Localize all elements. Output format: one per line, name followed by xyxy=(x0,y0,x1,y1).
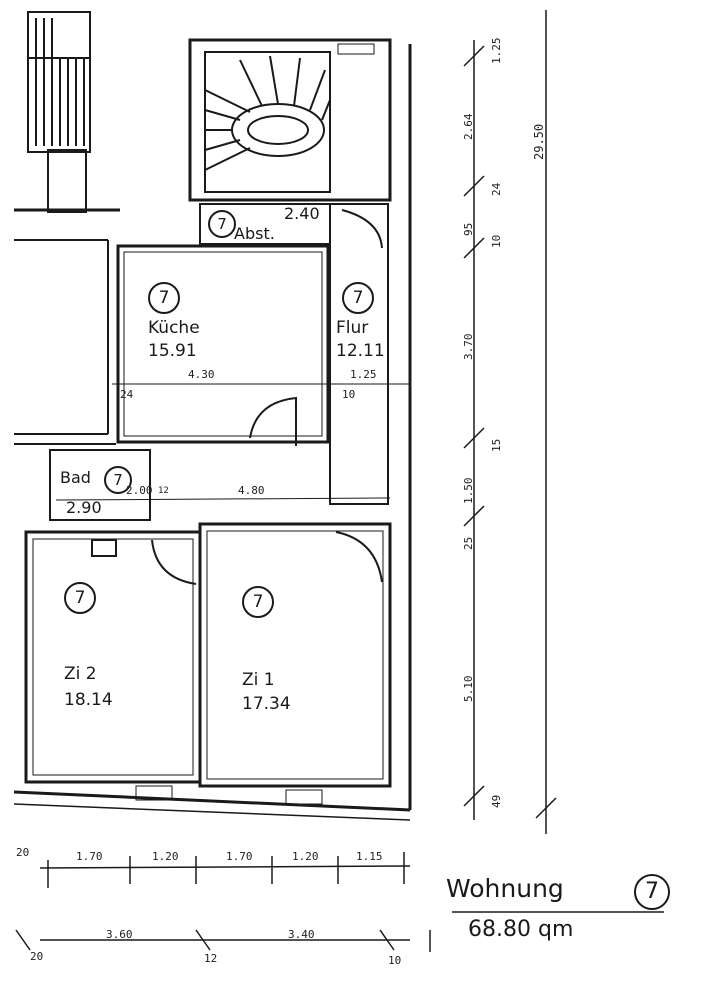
dim-bottom-2-4: 10 xyxy=(388,954,402,967)
dim-24: 24 xyxy=(120,388,134,401)
dim-right-k: 49 xyxy=(490,794,503,808)
zi2-unit-badge: 7 xyxy=(64,582,96,614)
dim-bottom-1-0: 20 xyxy=(16,846,30,859)
dim-10: 10 xyxy=(342,388,356,401)
flur-door-swing xyxy=(341,209,383,249)
dimension-chain-bottom xyxy=(15,852,431,952)
dim-right-d: 95 xyxy=(462,222,475,236)
zi2-name: Zi 2 xyxy=(64,664,97,684)
bad-unit-badge: 7 xyxy=(104,466,132,494)
zi1-walls xyxy=(198,522,392,788)
dim-right-e: 10 xyxy=(490,234,503,248)
flur-unit-badge: 7 xyxy=(342,282,374,314)
zi1-name: Zi 1 xyxy=(242,670,275,690)
kueche-door xyxy=(249,396,297,446)
zi1-unit-badge: 7 xyxy=(242,586,274,618)
dim-bottom-1-1: 1.70 xyxy=(76,850,103,863)
dim-right-i: 25 xyxy=(462,536,475,550)
dim-right-b: 2.64 xyxy=(462,113,475,141)
apartment-unit-badge: 7 xyxy=(634,874,670,910)
dim-bottom-1-4: 1.20 xyxy=(292,850,319,863)
dim-bottom-1-3: 1.70 xyxy=(226,850,253,863)
neighbor-staircase xyxy=(27,11,91,213)
dim-bad-width: 2.00 xyxy=(126,484,153,497)
bad-name: Bad xyxy=(60,468,91,487)
dim-bottom-2-3: 3.40 xyxy=(288,928,315,941)
zi1-area: 17.34 xyxy=(242,694,291,714)
flur-name: Flur xyxy=(336,318,369,338)
dim-bottom-2-2: 12 xyxy=(204,952,218,965)
abst-name: Abst. xyxy=(234,224,275,243)
dim-bottom-2-1: 3.60 xyxy=(106,928,133,941)
kueche-name: Küche xyxy=(148,318,200,338)
kueche-walls xyxy=(116,244,330,444)
dim-bottom-2-0: 20 xyxy=(30,950,44,963)
bad-size: 2.90 xyxy=(66,498,102,517)
dim-right-c: 24 xyxy=(490,182,503,196)
dim-flur-width: 1.25 xyxy=(350,368,377,381)
dim-right-h: 1.50 xyxy=(462,477,475,505)
dimension-chain-right xyxy=(463,10,557,834)
dim-right-total: 29.50 xyxy=(532,123,546,160)
zi2-area: 18.14 xyxy=(64,690,113,710)
bad-walls xyxy=(49,449,391,521)
staircase xyxy=(188,38,392,202)
kueche-unit-badge: 7 xyxy=(148,282,180,314)
dim-480: 4.80 xyxy=(238,484,265,497)
flur-area: 12.11 xyxy=(336,341,385,361)
windows xyxy=(135,43,375,805)
dim-bottom-1-2: 1.20 xyxy=(152,850,179,863)
kueche-area: 15.91 xyxy=(148,341,197,361)
dim-right-g: 15 xyxy=(490,438,503,452)
dim-right-f: 3.70 xyxy=(462,333,475,361)
apartment-title: Wohnung xyxy=(446,874,564,903)
zi2-walls xyxy=(24,530,202,784)
dim-right-j: 5.10 xyxy=(462,675,475,703)
flur-walls xyxy=(329,203,389,505)
abst-unit-badge: 7 xyxy=(208,210,236,238)
dim-bottom-1-5: 1.15 xyxy=(356,850,383,863)
outer-walls xyxy=(13,44,412,821)
abst-size: 2.40 xyxy=(284,204,320,223)
dim-right-a: 1.25 xyxy=(490,37,503,65)
dim-kueche-width: 4.30 xyxy=(188,368,215,381)
apartment-area: 68.80 qm xyxy=(468,917,574,942)
dim-12: 12 xyxy=(158,486,169,496)
